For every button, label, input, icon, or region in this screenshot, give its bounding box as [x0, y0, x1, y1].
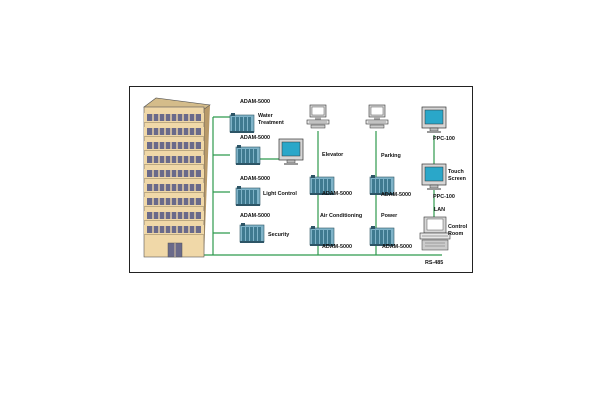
adam-module-icon [369, 225, 395, 247]
module-model-label: ADAM-5000 [240, 135, 270, 141]
monitor-icon [278, 138, 304, 166]
rs485-label: RS-485 [425, 260, 443, 266]
module-security: ADAM-5000 Security [239, 213, 289, 244]
module-model-label: ADAM-5000 [322, 244, 352, 250]
panel-label-line2: Screen [448, 176, 466, 182]
workstation-icon [306, 104, 330, 129]
module-label: Parking [381, 153, 401, 159]
building-automation-diagram: ADAM-5000 Water Treatment ADAM-5000 ADAM… [143, 97, 468, 266]
module-label: Security [268, 232, 289, 238]
module-elevator: Elevator ADAM-5000 [309, 152, 352, 197]
module-model-label: ADAM-5000 [240, 99, 270, 105]
workstation-icon [365, 104, 389, 129]
module-model-label: ADAM-5000 [382, 244, 412, 250]
adam-module-icon [235, 144, 261, 166]
module-label: Air Conditioning [320, 213, 362, 219]
module-label: Power [381, 213, 398, 219]
module-label: Light Control [263, 191, 297, 197]
panel-label: PPC-100 [433, 136, 455, 142]
module-label-line2: Treatment [258, 120, 284, 126]
panel-ppc-top: PPC-100 [421, 106, 455, 142]
adam-module-icon [229, 112, 255, 134]
module-parking: Parking ADAM-5000 [369, 153, 411, 198]
diagram-frame: ADAM-5000 Water Treatment ADAM-5000 ADAM… [129, 86, 473, 273]
module-label-line1: Water [258, 113, 274, 119]
touch-screen-icon [421, 163, 447, 191]
monitor-icon [421, 106, 447, 134]
module-water-treatment: ADAM-5000 Water Treatment [229, 99, 284, 134]
lan-label: LAN [434, 207, 445, 213]
office-building [143, 97, 211, 258]
module-model-label: ADAM-5000 [240, 176, 270, 182]
module-light-control: ADAM-5000 Light Control [235, 176, 297, 207]
module-model-label: ADAM-5000 [322, 191, 352, 197]
control-label-line2: Room [448, 231, 463, 237]
control-room: Control Room [419, 216, 468, 251]
adam-module-icon [235, 185, 261, 207]
panel-label-line1: Touch [448, 169, 464, 175]
module-label: Elevator [322, 152, 344, 158]
panel-touch-screen: Touch Screen PPC-100 [421, 163, 466, 200]
panel-model-label: PPC-100 [433, 194, 455, 200]
module-power: Power ADAM-5000 [369, 213, 412, 250]
module-model-label: ADAM-5000 [381, 192, 411, 198]
module-monitoring: ADAM-5000 [235, 135, 304, 166]
module-model-label: ADAM-5000 [240, 213, 270, 219]
control-label-line1: Control [448, 224, 468, 230]
module-air-conditioning: Air Conditioning ADAM-5000 [309, 213, 362, 250]
adam-module-icon [309, 225, 335, 247]
adam-module-icon [239, 222, 265, 244]
